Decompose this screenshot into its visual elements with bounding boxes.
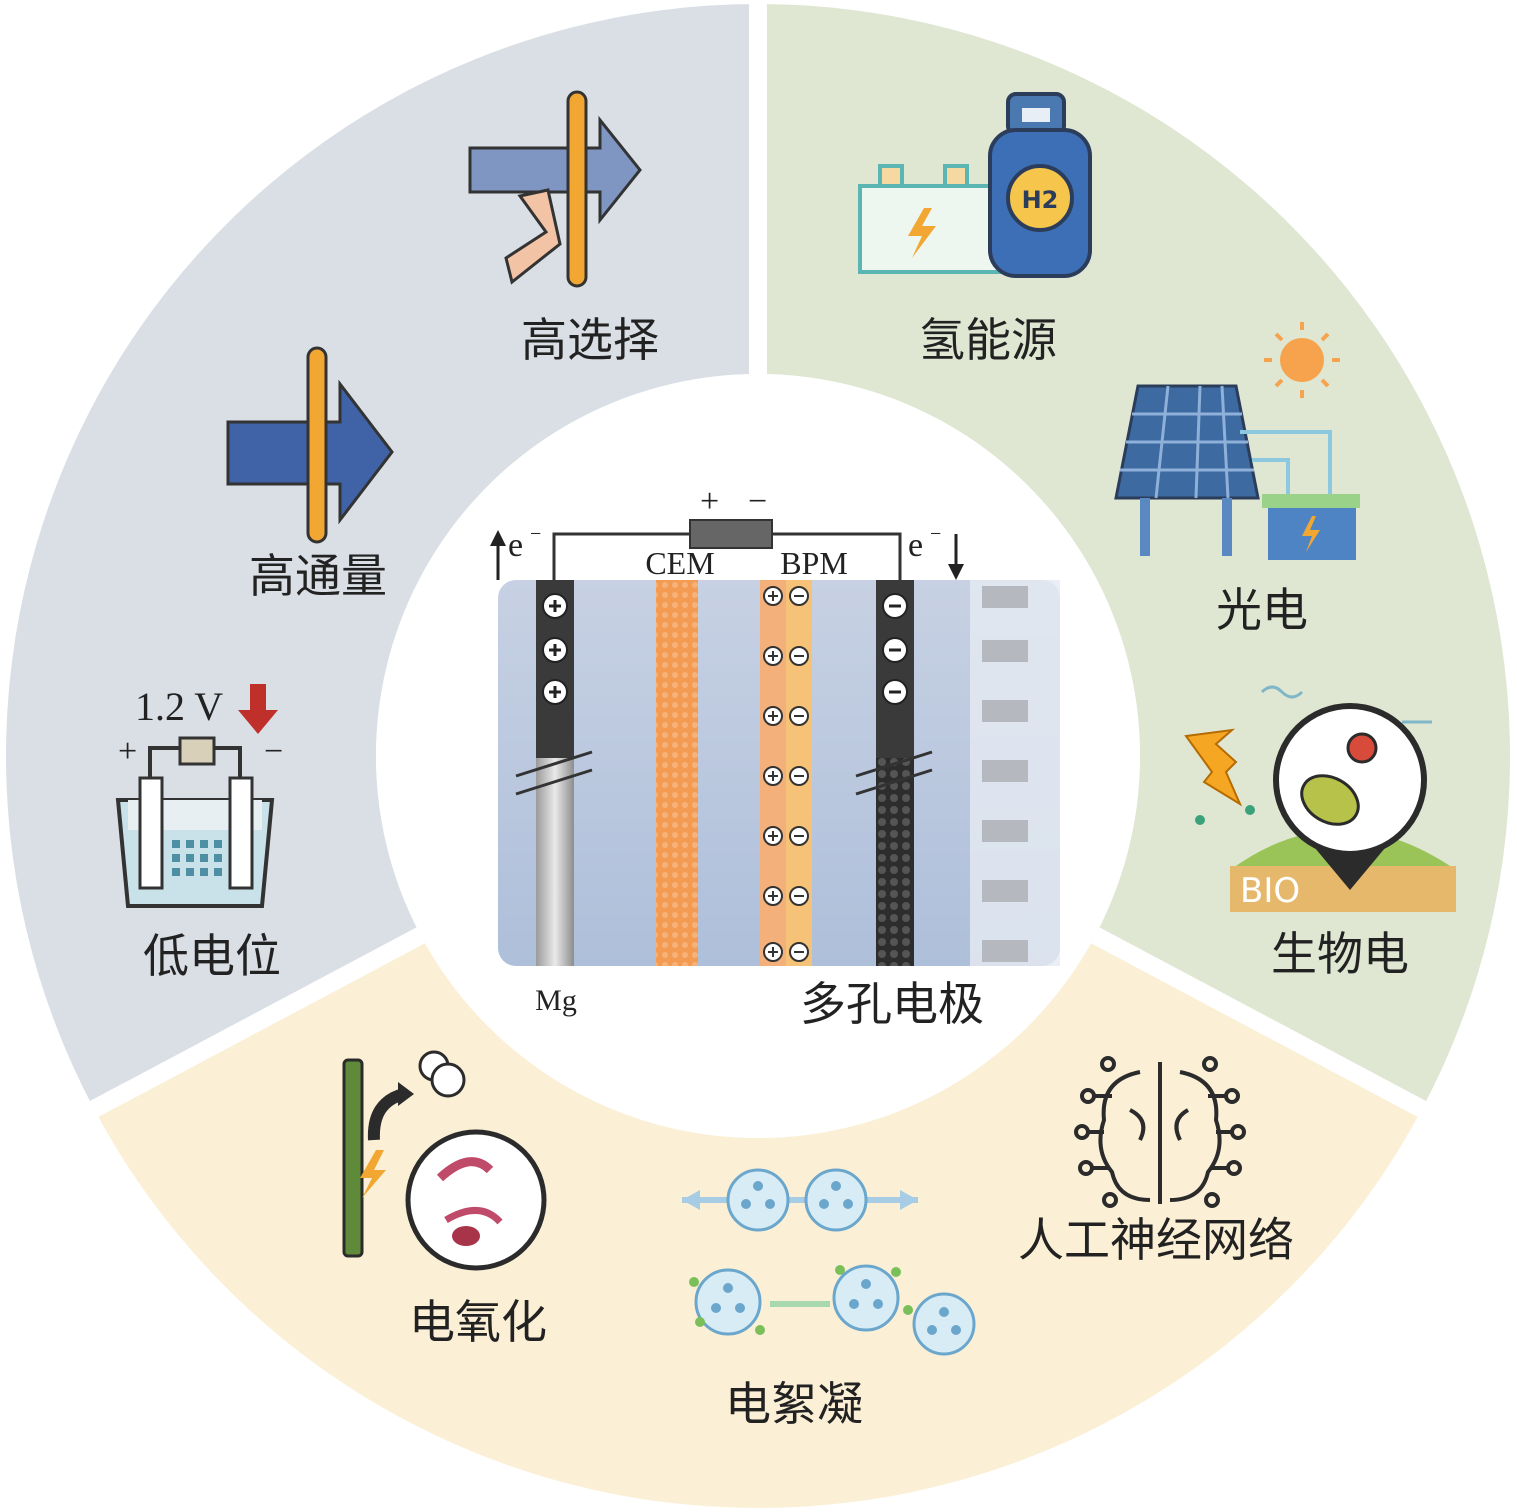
electrochemical-cell-diagram: + − e − e − CEM BPM <box>490 483 1060 1031</box>
power-minus: − <box>748 483 767 520</box>
porous-electrode-label: 多孔电极 <box>800 977 984 1031</box>
bioelectric-icon: BIO <box>1184 685 1456 912</box>
sun-icon <box>1280 338 1324 382</box>
electro-oxidation-icon <box>342 1050 547 1271</box>
voltage-label: 1.2 V <box>135 684 223 729</box>
bacteria-magnifier-icon <box>405 1129 547 1271</box>
bio-label: BIO <box>1240 871 1300 911</box>
label-photoelectric: 光电 <box>1216 583 1308 637</box>
low-potential-icon: 1.2 V + − <box>115 684 283 908</box>
label-hydrogen-energy: 氢能源 <box>919 313 1057 367</box>
label-electrocoagulation: 电絮凝 <box>725 1377 863 1431</box>
solar-icon <box>1114 322 1360 560</box>
porous-separator <box>982 586 1028 962</box>
power-source <box>689 519 773 549</box>
label-electro-oxidation: 电氧化 <box>409 1295 547 1349</box>
neural-network-icon <box>1074 1056 1246 1208</box>
porous-cathode <box>876 758 914 966</box>
high-selectivity-icon <box>468 90 642 288</box>
mg-anode <box>536 758 574 966</box>
label-neural-network: 人工神经网络 <box>1018 1213 1294 1267</box>
bpm-label: BPM <box>780 545 848 581</box>
power-plus: + <box>700 483 719 520</box>
electron-right-sup: − <box>930 523 941 545</box>
cem-label: CEM <box>645 545 714 581</box>
mg-label: Mg <box>535 984 577 1017</box>
h2-label: H2 <box>1022 186 1059 214</box>
voltage-minus: − <box>264 733 283 770</box>
cem-membrane <box>656 580 698 966</box>
microbe-magnifier-icon <box>1273 703 1427 857</box>
label-low-potential: 低电位 <box>143 929 281 983</box>
voltage-plus: + <box>118 733 137 770</box>
electrocoagulation-icon <box>682 1168 976 1356</box>
high-flux-icon <box>226 346 394 544</box>
label-high-selectivity: 高选择 <box>521 313 659 367</box>
down-arrow-icon <box>238 684 278 734</box>
hydrogen-energy-icon: H2 <box>858 92 1092 278</box>
electron-right: e <box>908 527 923 564</box>
label-bioelectric: 生物电 <box>1271 927 1409 981</box>
label-high-flux: 高通量 <box>249 549 387 603</box>
electron-left: e <box>508 527 523 564</box>
electron-left-sup: − <box>530 523 541 545</box>
